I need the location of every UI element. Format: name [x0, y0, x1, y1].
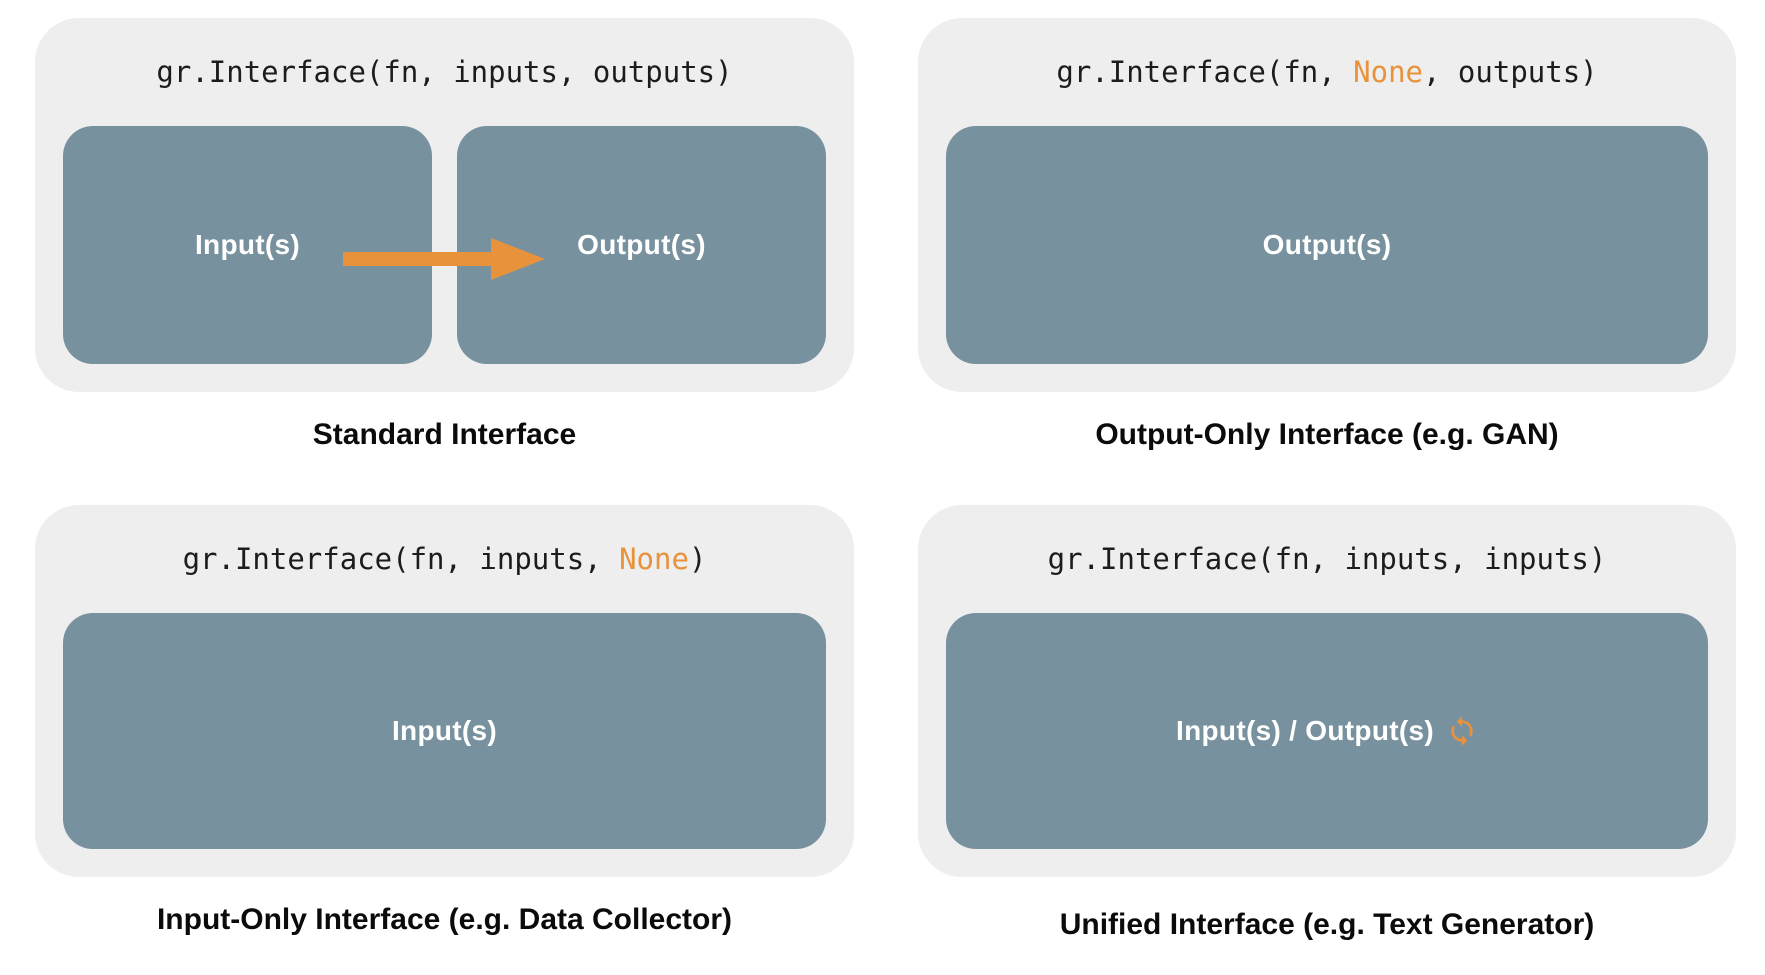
input-output-box: Input(s) / Output(s)	[946, 613, 1708, 849]
output-box-label: Output(s)	[577, 229, 706, 260]
panel-caption-unified: Unified Interface (e.g. Text Generator)	[1059, 908, 1595, 941]
panel-caption-input-only: Input-Only Interface (e.g. Data Collecto…	[156, 903, 733, 936]
code-accent-text: None	[1353, 55, 1424, 89]
sync-icon	[1451, 716, 1473, 746]
output-box: Output(s)	[457, 126, 826, 364]
code-text: gr.Interface(fn, inputs,	[182, 542, 620, 576]
panel-output-only-interface: gr.Interface(fn, None, outputs) Output(s…	[918, 18, 1736, 392]
panel-caption-standard: Standard Interface	[312, 418, 577, 451]
code-text: gr.Interface(fn, inputs, inputs)	[1047, 542, 1607, 576]
code-line: gr.Interface(fn, inputs, outputs)	[35, 18, 854, 126]
boxes-row: Input(s) Output(s)	[35, 126, 854, 392]
code-line: gr.Interface(fn, None, outputs)	[918, 18, 1736, 126]
boxes-row: Output(s)	[918, 126, 1736, 392]
boxes-row: Input(s) / Output(s)	[918, 613, 1736, 877]
input-box-label: Input(s)	[194, 229, 301, 260]
code-accent-text: None	[619, 542, 689, 576]
input-output-box-label: Input(s) / Output(s)	[1176, 715, 1434, 746]
output-box: Output(s)	[946, 126, 1708, 364]
code-text: gr.Interface(fn, inputs, outputs)	[156, 55, 733, 89]
panel-input-only-interface: gr.Interface(fn, inputs, None) Input(s)	[35, 505, 854, 877]
panel-standard-interface: gr.Interface(fn, inputs, outputs) Input(…	[35, 18, 854, 392]
code-text: gr.Interface(fn,	[1056, 55, 1354, 89]
code-line: gr.Interface(fn, inputs, None)	[35, 505, 854, 613]
code-text: , outputs)	[1423, 55, 1598, 89]
panel-unified-interface: gr.Interface(fn, inputs, inputs) Input(s…	[918, 505, 1736, 877]
input-box: Input(s)	[63, 613, 826, 849]
code-line: gr.Interface(fn, inputs, inputs)	[918, 505, 1736, 613]
output-box-label: Output(s)	[1262, 229, 1392, 260]
input-box-label: Input(s)	[391, 715, 498, 746]
input-box: Input(s)	[63, 126, 432, 364]
boxes-row: Input(s)	[35, 613, 854, 877]
code-text: )	[688, 542, 707, 576]
panel-caption-output-only: Output-Only Interface (e.g. GAN)	[1095, 418, 1559, 451]
